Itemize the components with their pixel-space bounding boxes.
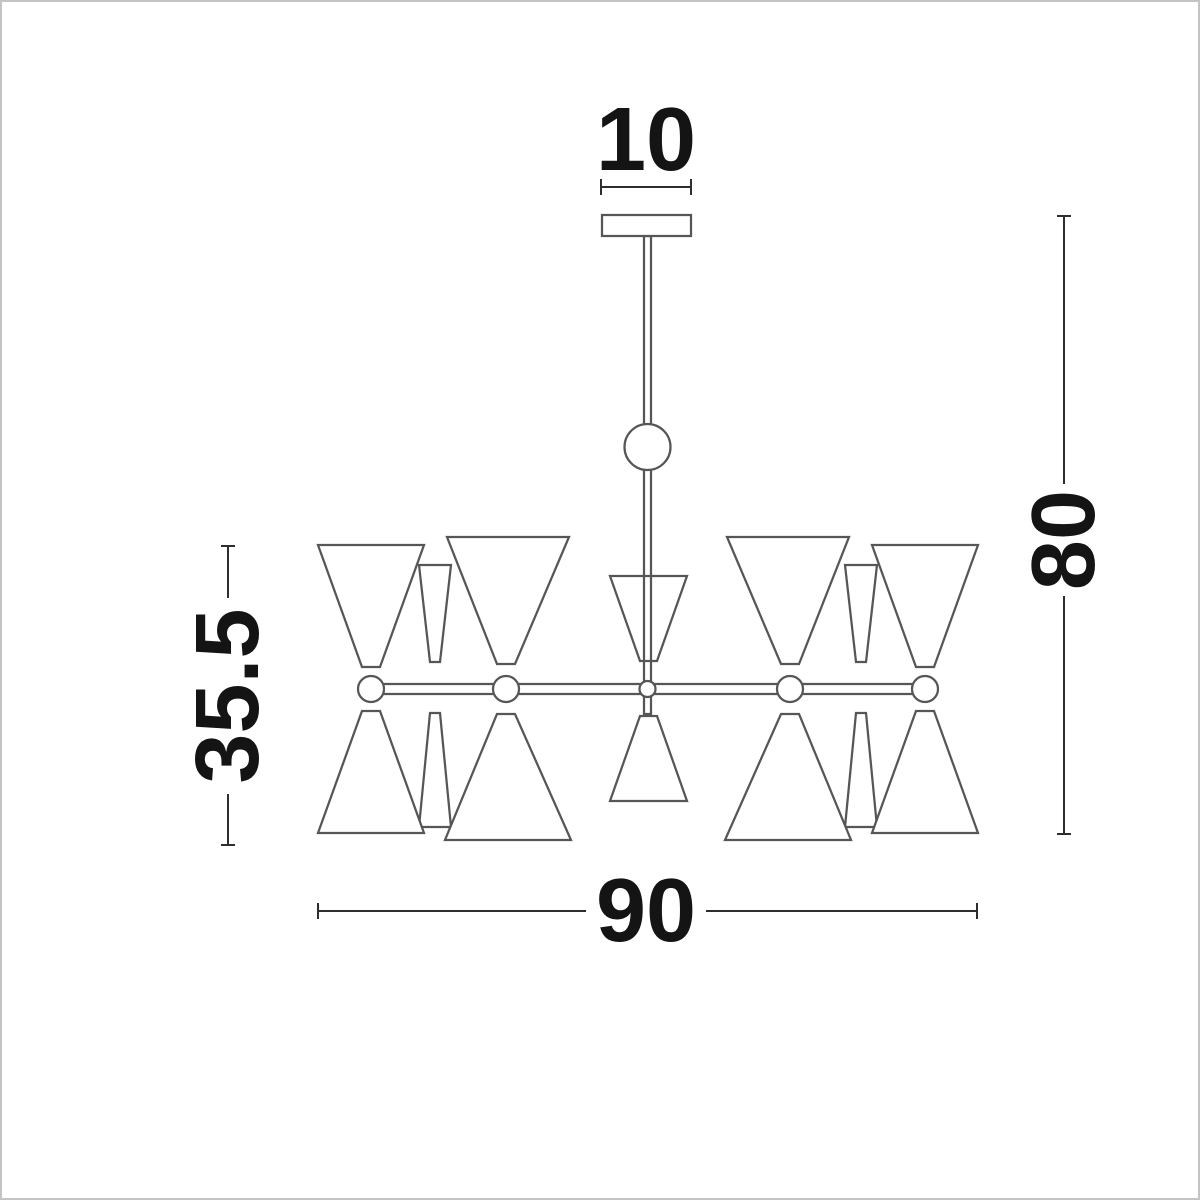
ceiling-canopy	[600, 213, 693, 238]
hub-ball	[638, 679, 657, 699]
shade-left-outer	[316, 543, 426, 835]
shade-bottom-cone	[316, 709, 426, 835]
shade-top-cone	[725, 535, 851, 666]
dimension-fixture-height: 35.5	[178, 545, 278, 846]
arm-ball-left-inner	[491, 674, 521, 704]
arm-ball-left-outer	[356, 674, 386, 704]
shade-right-inner	[723, 535, 853, 842]
shade-left-back	[417, 563, 453, 829]
shade-bottom-cone	[843, 711, 879, 829]
stem-ball	[623, 422, 672, 472]
shade-bottom-cone	[870, 709, 980, 835]
shade-center-front	[608, 574, 689, 803]
dimension-total-height: 80	[1014, 215, 1114, 835]
shade-left-inner	[443, 535, 573, 842]
dimension-canopy-width: 10	[596, 90, 696, 195]
dimension-label-total-width: 90	[596, 861, 696, 961]
shade-top-cone	[843, 563, 879, 664]
shade-right-back	[843, 563, 879, 829]
shade-top-cone	[445, 535, 571, 666]
shade-right-outer	[870, 543, 980, 835]
shade-bottom-cone	[417, 711, 453, 829]
shade-top-cone	[870, 543, 980, 669]
dimension-label-total-height: 80	[1014, 490, 1114, 590]
shade-bottom-cone	[608, 714, 689, 803]
dimension-label-fixture-height: 35.5	[178, 608, 278, 783]
arm-ball-right-outer	[910, 674, 940, 704]
shade-top-cone	[417, 563, 453, 664]
shade-bottom-cone	[723, 712, 853, 842]
shade-top-cone	[608, 574, 689, 663]
dimension-label-canopy-width: 10	[596, 90, 696, 190]
chandelier-drawing	[316, 213, 980, 842]
dimension-total-width: 90	[317, 861, 978, 961]
shade-top-cone	[316, 543, 426, 669]
shade-bottom-cone	[443, 712, 573, 842]
arm-ball-right-inner	[775, 674, 805, 704]
